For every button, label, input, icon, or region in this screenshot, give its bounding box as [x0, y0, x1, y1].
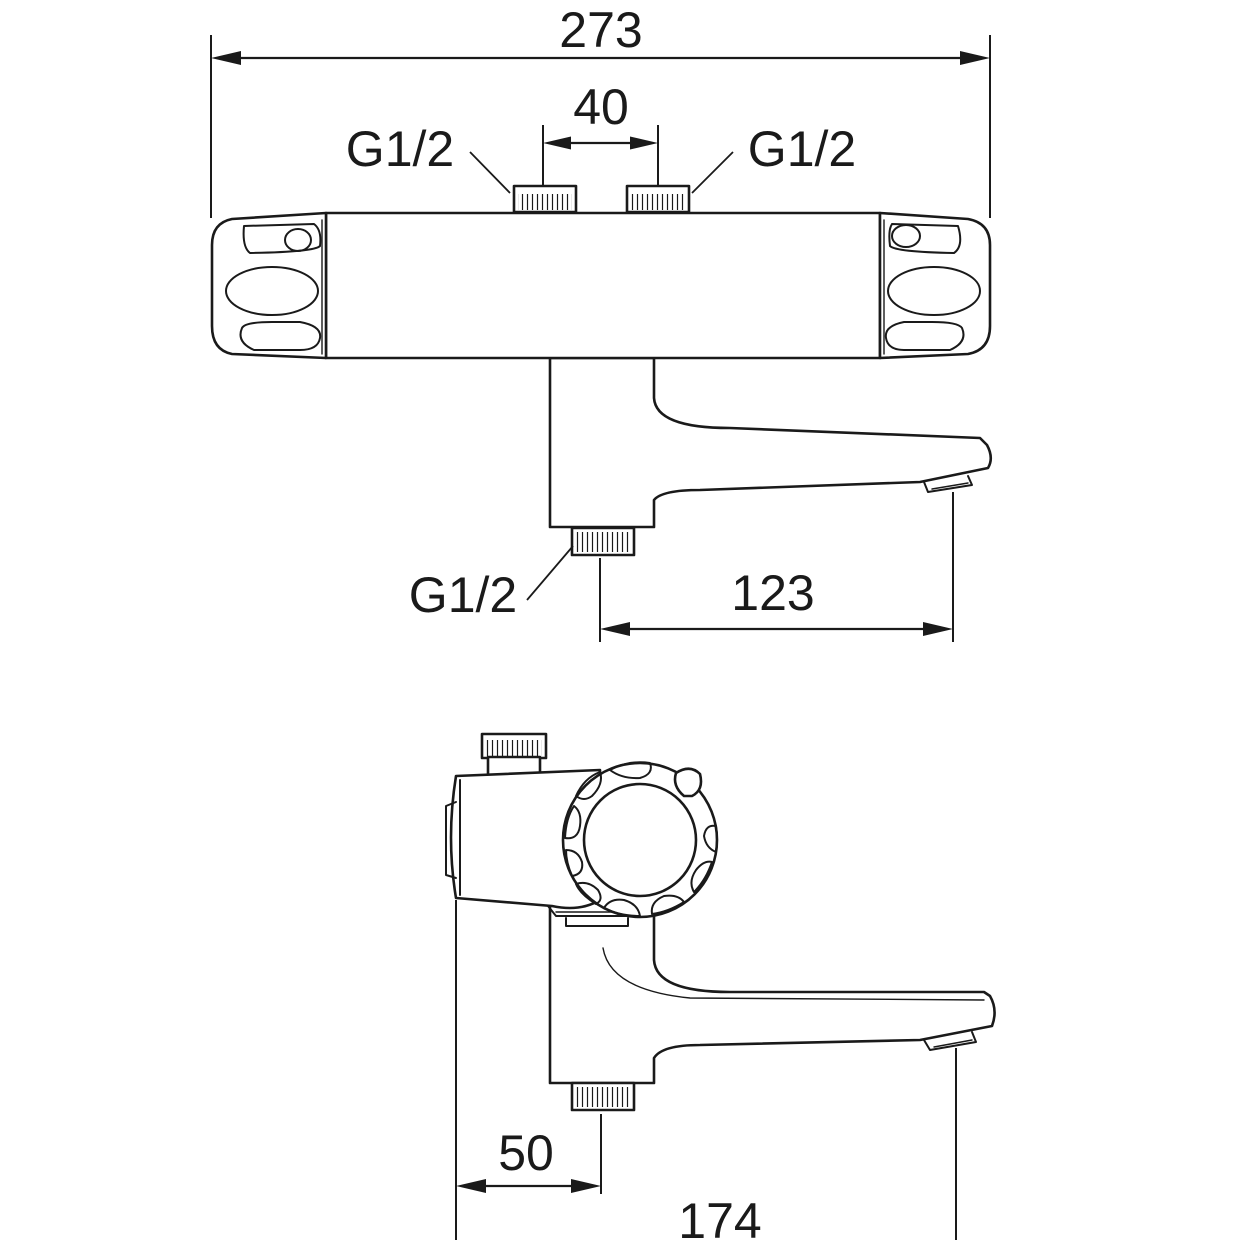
overall-width-label: 273 — [559, 2, 642, 58]
side-view: 50 174 — [445, 732, 996, 1240]
top-view: 273 40 G1/2 G1/2 — [210, 2, 993, 642]
spout-reach-label: 123 — [731, 565, 814, 621]
dimension-inlet-spacing: 40 — [542, 79, 659, 186]
handle-right-top-view — [878, 211, 992, 360]
dimension-overall-width: 273 — [210, 2, 991, 218]
dimension-spout-depth: 174 — [678, 1048, 957, 1240]
mixer-body-side — [449, 768, 602, 910]
spout-top-view — [548, 356, 993, 529]
inlet-connector-side — [480, 732, 548, 779]
mixer-cylinder — [324, 211, 882, 360]
dimension-spout-reach: 123 — [599, 492, 954, 642]
handle-knob-side — [561, 761, 719, 919]
spout-side-view — [548, 898, 996, 1085]
handle-left-top-view — [210, 211, 328, 360]
inlet-spacing-label: 40 — [573, 79, 629, 135]
inlet-right-thread-label: G1/2 — [748, 121, 856, 177]
outlet-thread-label: G1/2 — [409, 567, 517, 623]
outlet-offset-label: 50 — [498, 1125, 554, 1181]
inlet-connector-right — [625, 184, 691, 214]
inlet-connector-left — [512, 184, 578, 214]
outlet-connector-side — [570, 1081, 636, 1112]
dimension-outlet-offset: 50 — [455, 900, 602, 1240]
spout-depth-label: 174 — [678, 1193, 761, 1240]
outlet-connector-top — [570, 526, 636, 557]
inlet-left-thread-label: G1/2 — [346, 121, 454, 177]
